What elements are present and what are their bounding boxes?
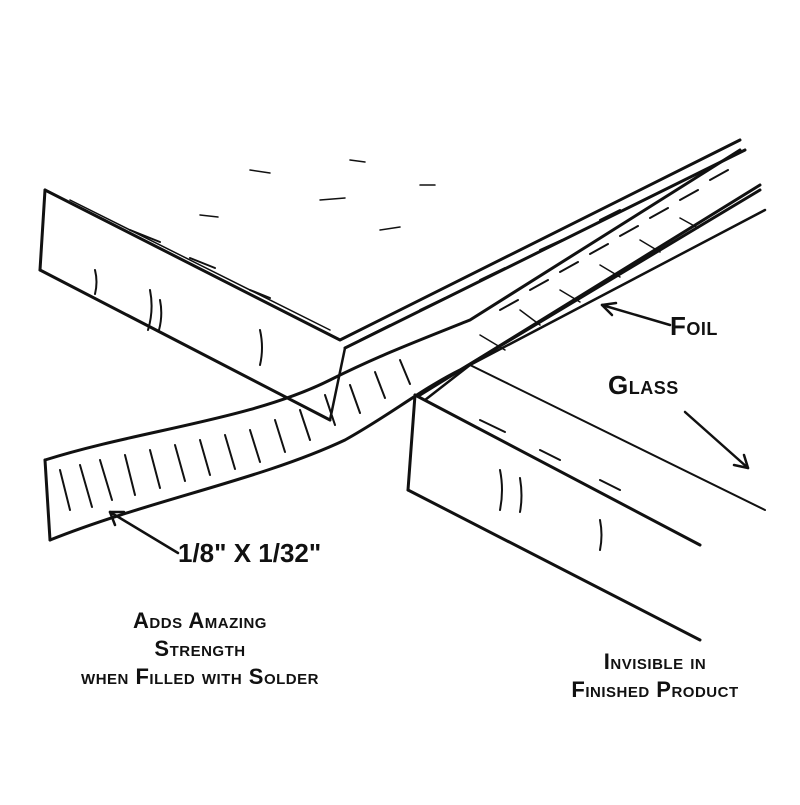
- foil-label: Foil: [670, 311, 718, 341]
- strength-caption-line-1: Adds Amazing: [133, 608, 267, 633]
- arrow-foil: [600, 301, 672, 327]
- foil-channel: [343, 148, 767, 397]
- strength-caption: Adds Amazing Strength when Filled with S…: [30, 607, 370, 691]
- strength-caption-line-3: when Filled with Solder: [81, 664, 319, 689]
- right-glass-pane: [406, 363, 766, 642]
- braided-strip: [43, 148, 762, 542]
- invisible-caption: Invisible in Finished Product: [520, 648, 790, 704]
- invisible-caption-line-2: Finished Product: [571, 677, 739, 702]
- arrow-dimension: [108, 510, 180, 555]
- dimension-label: 1/8" X 1/32": [178, 538, 322, 568]
- invisible-caption-line-1: Invisible in: [603, 649, 707, 674]
- strength-caption-line-2: Strength: [154, 636, 246, 661]
- arrow-glass: [683, 410, 750, 470]
- glass-label: Glass: [608, 370, 679, 400]
